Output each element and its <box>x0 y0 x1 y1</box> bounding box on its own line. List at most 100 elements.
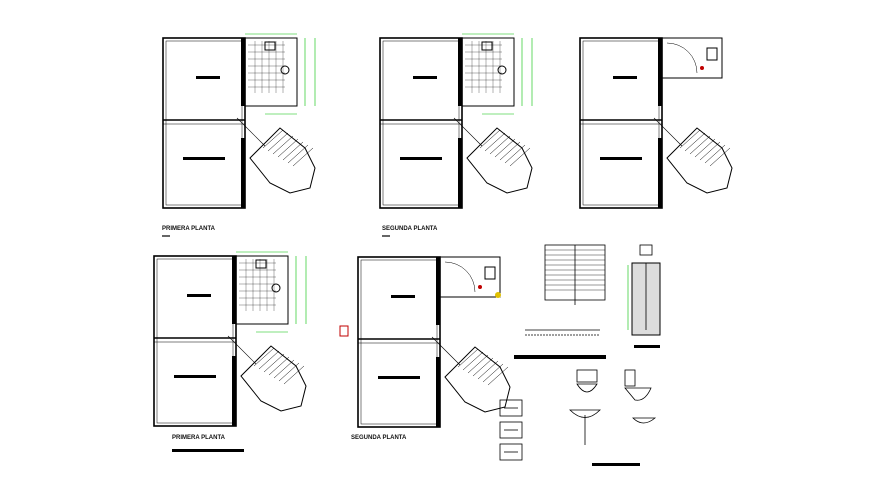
stair-tread <box>253 347 275 367</box>
toilet <box>706 47 718 61</box>
wet-room-wall <box>244 37 298 107</box>
stair-tread <box>509 147 531 167</box>
stair-tread <box>282 141 304 161</box>
room-label-bar <box>600 157 642 160</box>
party-wall <box>658 38 662 106</box>
valve-detail <box>499 443 523 461</box>
drain-section <box>525 329 600 336</box>
stair-tread <box>262 129 284 149</box>
washbasin-side <box>632 417 657 424</box>
party-wall <box>658 138 662 208</box>
staircase <box>431 336 511 413</box>
stair-tread <box>267 132 289 152</box>
stove-burner <box>271 283 281 293</box>
fixture-marker <box>700 66 704 70</box>
stove-burner <box>497 65 507 75</box>
interior-wall-line <box>156 258 234 424</box>
toilet <box>484 266 496 280</box>
exterior-wall <box>379 37 463 209</box>
party-wall <box>458 138 462 208</box>
kitchen-bathroom <box>235 251 307 333</box>
stair-direction-line <box>431 336 461 366</box>
label-bottom-segunda-planta: SEGUNDA PLANTA <box>351 435 407 441</box>
kitchen-bathroom <box>461 33 533 115</box>
bathroom <box>439 256 501 298</box>
washbasin <box>569 409 601 418</box>
room-label-bar <box>378 376 420 379</box>
label-top-segunda-planta: SEGUNDA PLANTA <box>382 226 438 232</box>
party-wall <box>436 257 440 325</box>
party-wall <box>232 256 236 324</box>
stair-tread <box>694 138 716 158</box>
staircase <box>453 117 533 194</box>
staircase <box>653 117 733 194</box>
stair-direction-line <box>227 335 257 365</box>
stair-tread <box>268 356 290 376</box>
party-wall <box>241 38 245 106</box>
stair-tread <box>272 135 294 155</box>
bathroom-wall <box>439 256 501 298</box>
stair-tread <box>679 129 701 149</box>
stair-tread <box>462 351 484 371</box>
stair-outline <box>466 127 533 194</box>
stair-tread <box>457 348 479 368</box>
floor-plan <box>162 33 316 209</box>
sink <box>264 41 276 51</box>
exterior-wall <box>579 37 663 209</box>
valve-frame <box>499 421 523 439</box>
stair-tread <box>489 135 511 155</box>
stair-outline <box>666 127 733 194</box>
staircase <box>236 117 316 194</box>
stair-tread <box>273 359 295 379</box>
door-swing <box>666 42 698 74</box>
stair-outline <box>444 346 511 413</box>
stair-tread <box>704 144 726 164</box>
floor-plan <box>379 33 533 209</box>
interior-wall-line <box>582 40 660 206</box>
exterior-wall <box>357 256 441 428</box>
stair-tread <box>482 363 504 383</box>
room-label-bar <box>391 295 415 298</box>
stair-outline <box>240 345 307 412</box>
room-label-bar <box>187 294 211 297</box>
room-label-bar <box>183 157 225 160</box>
stair-tread <box>477 360 499 380</box>
interior-wall-line <box>360 259 438 425</box>
staircase <box>227 335 307 412</box>
party-wall <box>436 357 440 427</box>
stair-outline <box>249 127 316 194</box>
pit-cap <box>639 244 653 256</box>
sanitary-fixture-details <box>569 369 657 466</box>
stove-burner <box>280 65 290 75</box>
stair-tread <box>479 129 501 149</box>
bathroom-wall <box>661 37 723 79</box>
sink <box>255 259 267 269</box>
stair-tread <box>287 144 309 164</box>
stair-tread <box>278 362 300 382</box>
title-underline <box>634 345 660 348</box>
room-label-bar <box>413 76 437 79</box>
exterior-wall <box>153 255 237 427</box>
door-swing <box>444 261 476 293</box>
bathroom <box>661 37 723 79</box>
room-label-bar <box>196 76 220 79</box>
stair-tread <box>472 357 494 377</box>
stair-tread <box>709 147 731 167</box>
stair-tread <box>699 141 721 161</box>
title-underline <box>172 449 244 452</box>
room-label-bar <box>174 375 216 378</box>
stair-tread <box>258 350 280 370</box>
stair-tread <box>684 132 706 152</box>
water-heater <box>339 325 349 337</box>
label-top-primera-planta: PRIMERA PLANTA <box>162 226 216 232</box>
label-bottom-primera-planta: PRIMERA PLANTA <box>172 435 226 441</box>
stair-tread <box>277 138 299 158</box>
valve-detail <box>499 421 523 439</box>
septic-pit-section <box>627 244 661 348</box>
fixture-highlight <box>495 292 501 298</box>
toilet-side-tank <box>624 369 636 387</box>
fixture-marker <box>478 285 482 289</box>
sink <box>481 41 493 51</box>
stair-tread <box>499 141 521 161</box>
